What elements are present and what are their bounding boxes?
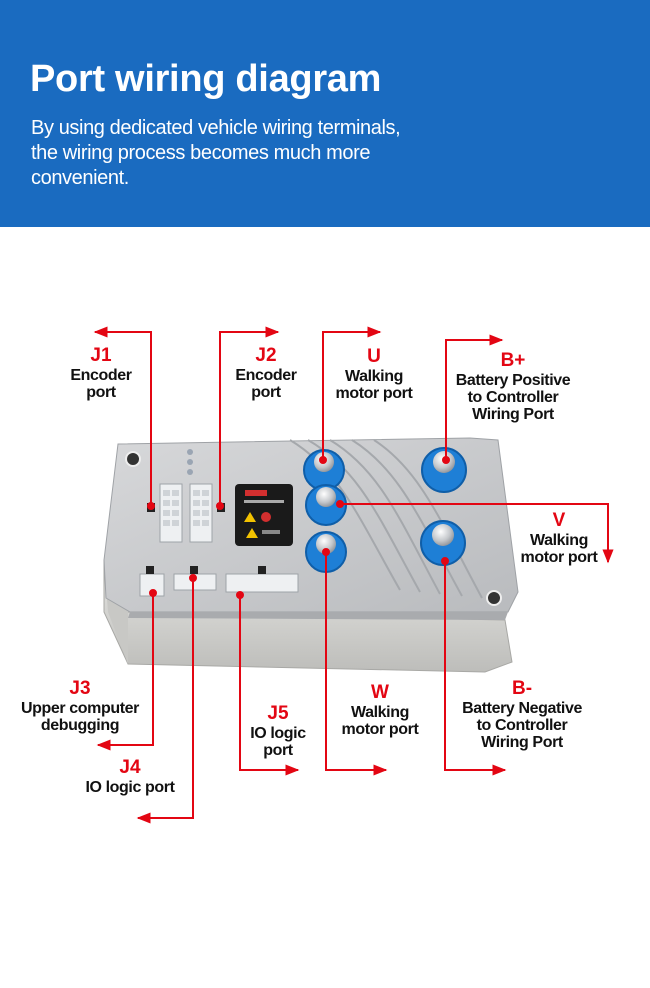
terminal-b-plus [421,447,467,493]
port-label-j1: J1 Encoder port [70,345,132,401]
header-banner: Port wiring diagram By using dedicated v… [0,0,650,227]
port-label-w: W Walking motor port [341,682,419,738]
port-label-j3: J3 Upper computer debugging [21,678,139,734]
port-label-j4: J4 IO logic port [85,757,175,796]
controller-housing [103,437,519,620]
port-label-b-plus: B+ Battery Positive to Controller Wiring… [455,350,571,423]
terminal-b-minus [420,520,466,566]
port-label-v: V Walking motor port [520,510,598,566]
port-label-u: U Walking motor port [335,346,413,402]
leader-lines [93,326,614,824]
port-label-j2: J2 Encoder port [235,345,297,401]
terminal-v [305,484,347,526]
page-subtitle: By using dedicated vehicle wiring termin… [31,117,401,189]
port-label-b-minus: B- Battery Negative to Controller Wiring… [462,678,582,751]
page-title: Port wiring diagram [30,58,382,100]
port-label-j5: J5 IO logic port [250,703,306,759]
